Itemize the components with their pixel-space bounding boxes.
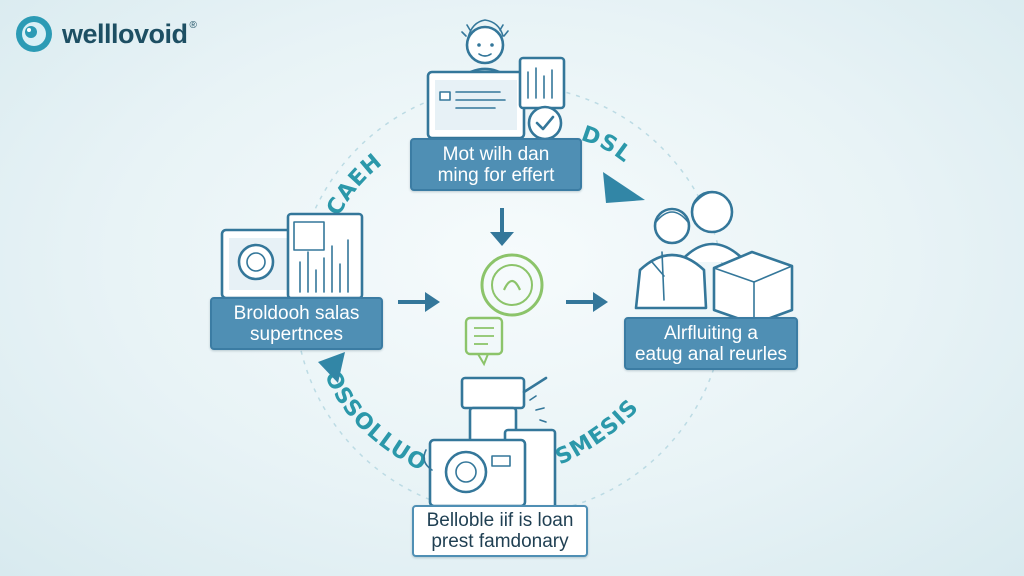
node-bottom-line-1: Belloble iif is loan bbox=[426, 510, 574, 531]
wellness-bubble-icon bbox=[16, 16, 52, 52]
arrow-right-center bbox=[566, 292, 608, 312]
caregivers-with-box-icon bbox=[634, 190, 794, 326]
cycle-arrowhead-top-right bbox=[603, 172, 645, 203]
node-left-label[interactable]: Broldooh salas supertnces bbox=[210, 297, 383, 350]
node-bottom-line-2: prest famdonary bbox=[431, 531, 569, 552]
node-right-line-1: Alrfluiting a bbox=[664, 322, 758, 344]
health-coin-document-icon bbox=[464, 253, 544, 367]
node-right-label[interactable]: Alrfluiting a eatug anal reurles bbox=[624, 317, 798, 370]
node-top-line-2: ming for effert bbox=[437, 164, 555, 186]
node-top-label[interactable]: Mot wilh dan ming for effert bbox=[410, 138, 582, 191]
camera-documents-icon bbox=[423, 376, 557, 510]
brand-name: welllovoid bbox=[62, 18, 188, 49]
brand-logo[interactable]: welllovoid ® bbox=[14, 14, 197, 54]
cycle-arrowhead-bottom-left bbox=[318, 352, 345, 383]
node-top-line-1: Mot wilh dan bbox=[442, 143, 550, 165]
analytics-dashboard-icon bbox=[220, 212, 364, 300]
cycle-label-bottom-right: SMESIS bbox=[552, 395, 644, 471]
cycle-label-top-right: DSL bbox=[578, 122, 636, 168]
computer-worker-icon bbox=[426, 19, 566, 141]
node-right-line-2: eatug anal reurles bbox=[634, 343, 788, 365]
registered-mark: ® bbox=[189, 20, 197, 31]
arrow-down bbox=[490, 208, 514, 246]
arrow-right-left bbox=[398, 292, 440, 312]
node-bottom-label[interactable]: Belloble iif is loan prest famdonary bbox=[412, 505, 588, 557]
cycle-label-bottom-left: OSSOLLUO bbox=[319, 367, 431, 477]
node-left-line-1: Broldooh salas bbox=[233, 302, 360, 324]
node-left-line-2: supertnces bbox=[250, 323, 343, 345]
